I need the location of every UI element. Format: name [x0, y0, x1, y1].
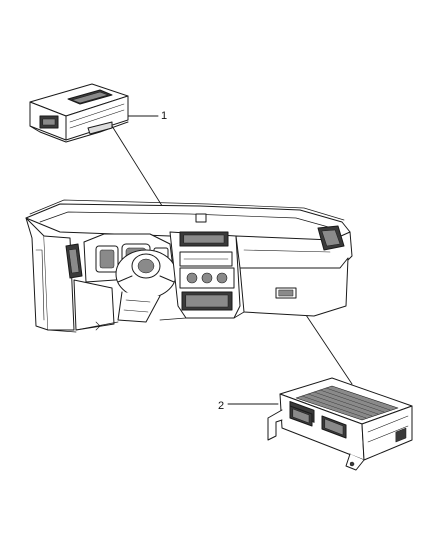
- control-module-1: [29, 83, 129, 143]
- control-module-2: [267, 377, 413, 471]
- callout-label-1: 1: [161, 110, 168, 122]
- instrument-panel: [25, 199, 353, 333]
- callout-label-2: 2: [218, 400, 225, 412]
